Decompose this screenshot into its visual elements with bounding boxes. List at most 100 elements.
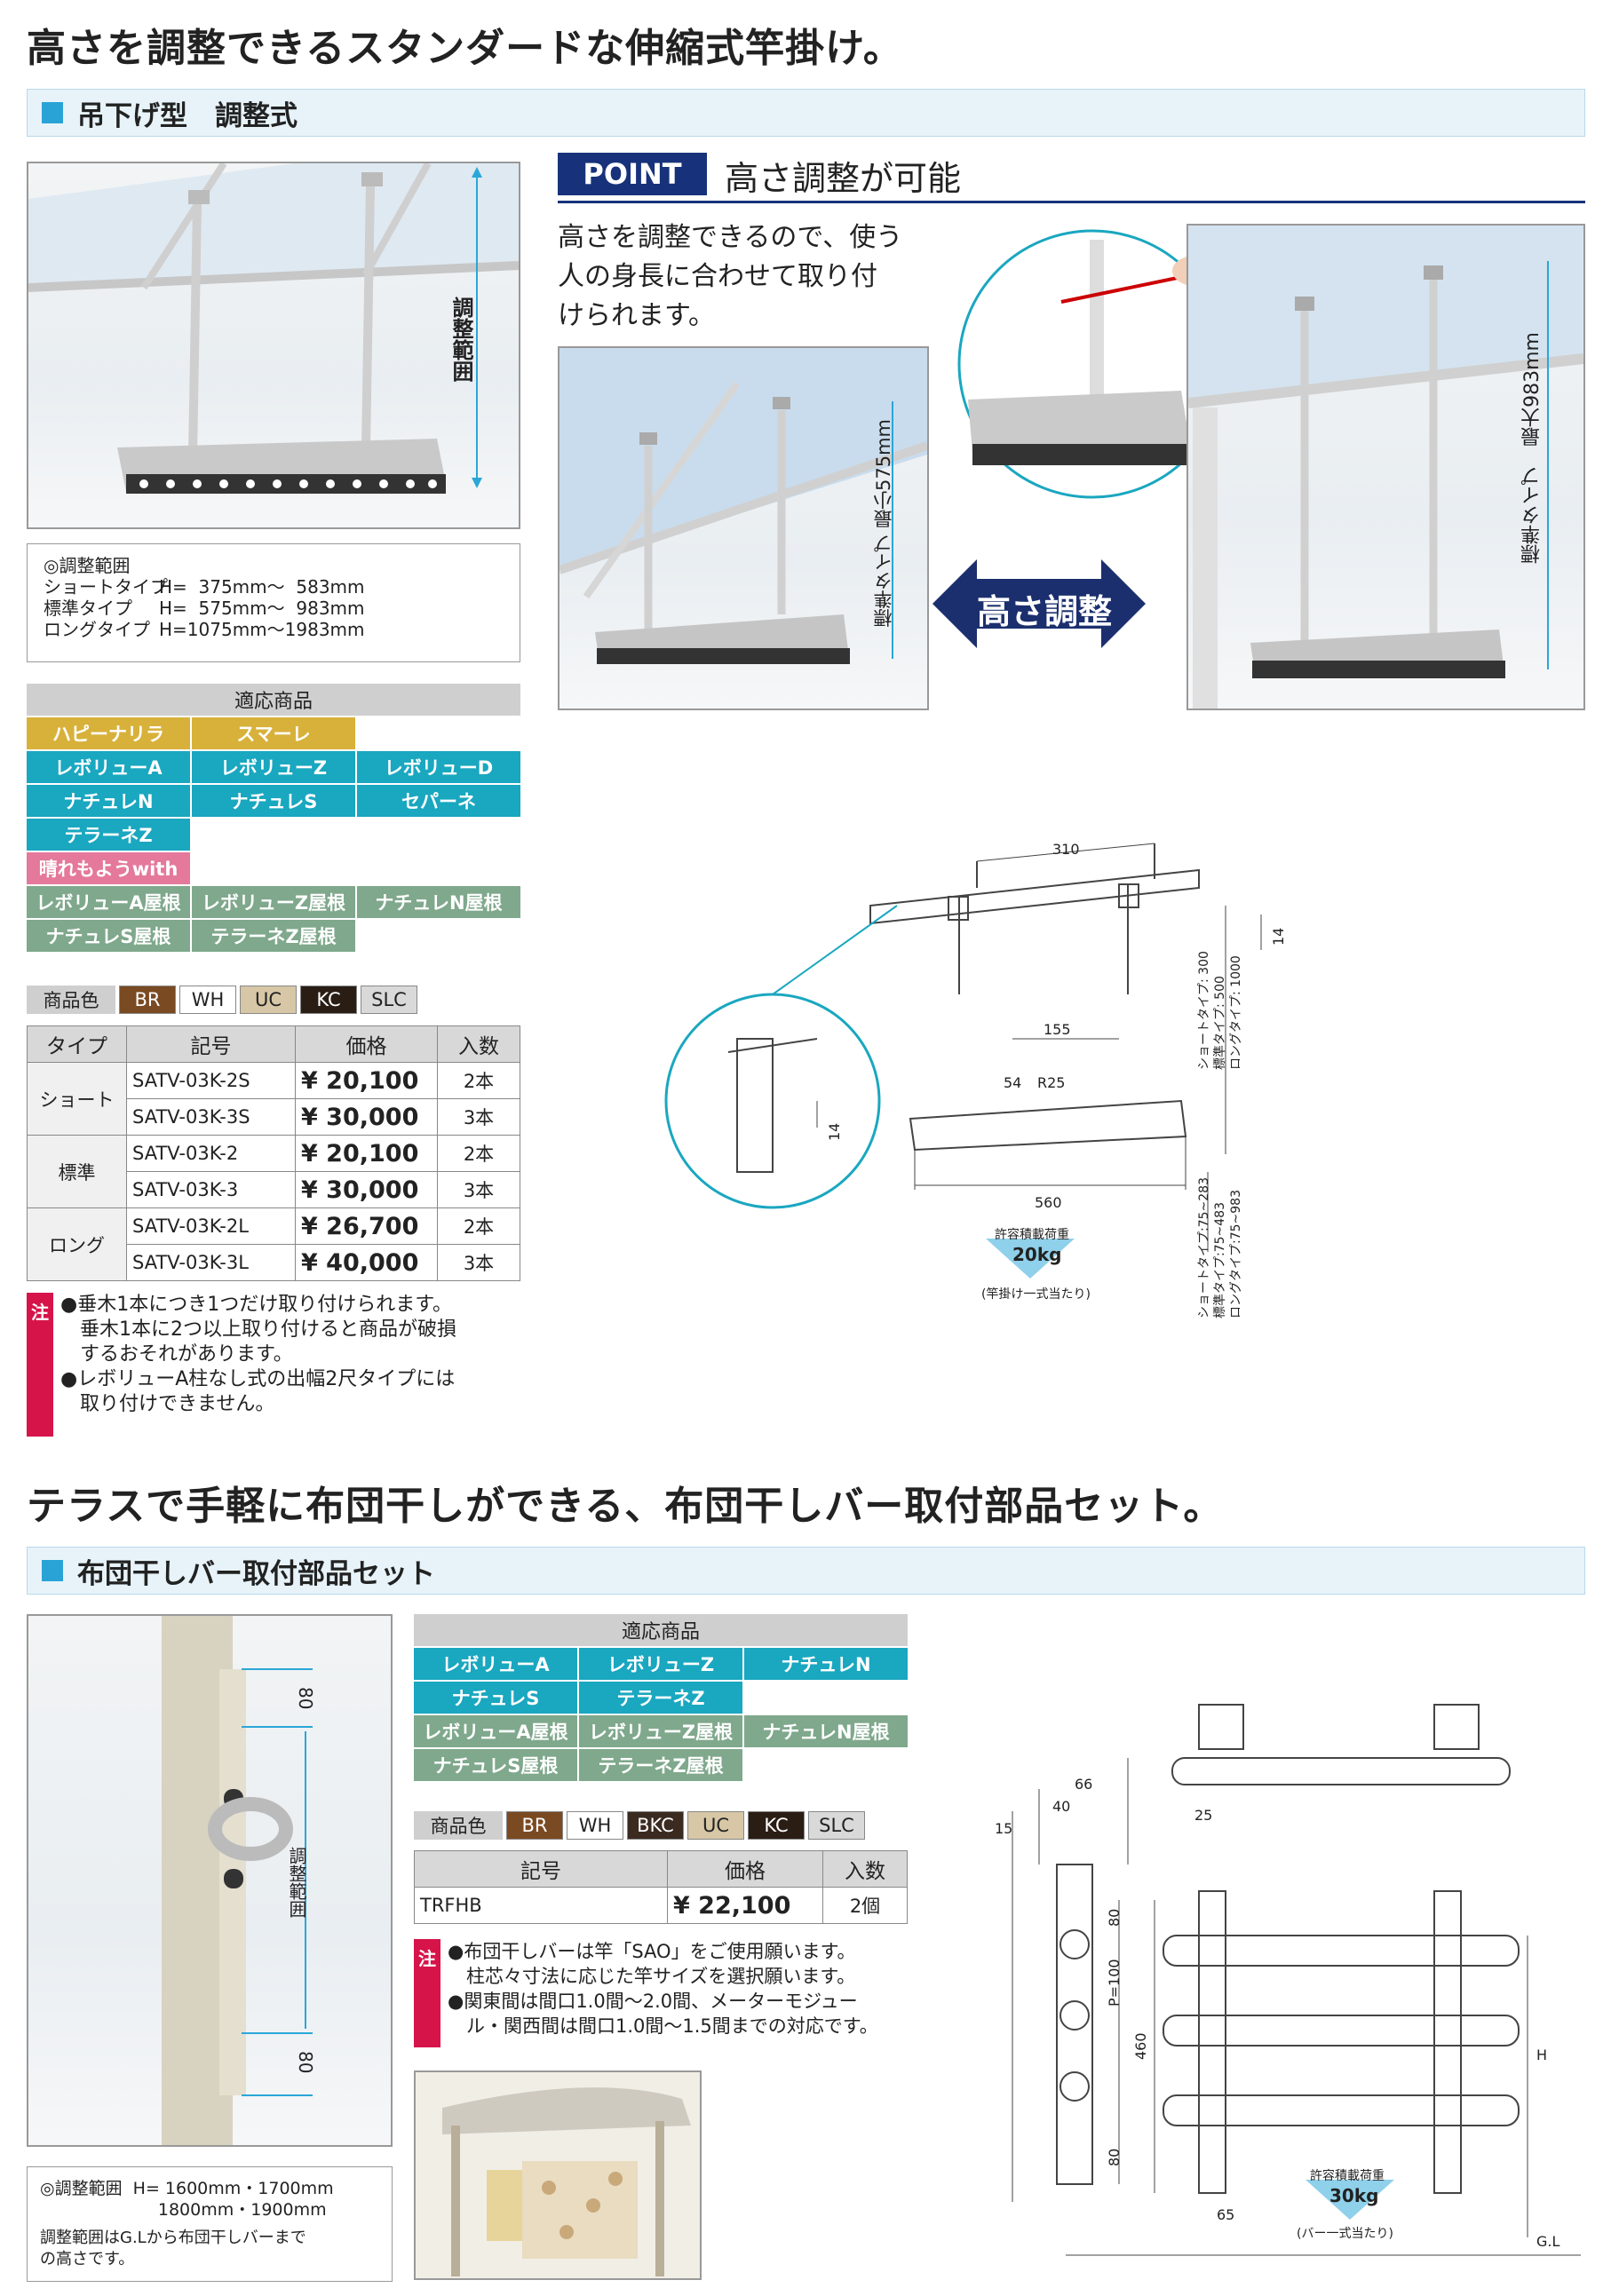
photo-adjust-label: 調整範囲 [286,1847,307,1918]
product-tile: スマーレ [192,717,355,749]
color-chip: BKC [627,1811,684,1840]
section2-bar-title: 布団干しバー取付部品セット [77,1557,435,1590]
note-1: 注 ●垂木1本につき1つだけ取り付けられます。 垂木1本に2つ以上取り付けると商… [27,1293,542,1437]
load-value-1: 20kg [1012,1244,1061,1265]
price-cell: ¥ 30,000 [295,1171,438,1208]
dim-r2: 標準タイプ:75~483 [1213,1202,1227,1318]
dim-460: 460 [1132,2032,1149,2060]
range-title: ◎調整範囲 [44,555,131,576]
dim-h: H [1536,2047,1547,2063]
point-title: 高さ調整が可能 [725,159,962,198]
dim-r1: ショートタイプ:75~283 [1197,1177,1211,1318]
dim-r25: R25 [1037,1074,1065,1091]
product-tile: レボリューZ [192,751,355,783]
product-tile: ナチュレS屋根 [27,920,190,952]
product-tile: ナチュレN屋根 [744,1715,908,1747]
dim-v300: ショートタイプ: 300 [1197,951,1211,1070]
price-table-2: 記号 価格 入数 TRFHB ¥ 22,100 2個 [414,1850,908,1924]
dim-40: 40 [1052,1798,1070,1815]
product-tile: レボリューA屋根 [27,886,190,918]
futon-bar-photo-art [162,1616,313,2145]
color-chip: UC [240,986,297,1014]
product-tile: テラーネZ [579,1682,742,1714]
th-type: タイプ [27,1025,127,1063]
price-cell: ¥ 30,000 [295,1098,438,1136]
height-adjust-arrow-icon [932,559,1146,648]
dim-14a: 14 [1270,928,1287,946]
dim-25: 25 [1194,1807,1212,1824]
code-cell: SATV-03K-3S [126,1098,296,1136]
color-chip: SLC [808,1811,865,1840]
terrace-photo [414,2070,702,2280]
qty-cell: 2個 [822,1887,908,1924]
note-mark: 注 [27,1293,53,1437]
dim-66: 66 [1075,1776,1092,1793]
dim-r3: ロングタイプ:75~983 [1229,1190,1243,1318]
dim-14b: 14 [826,1123,843,1141]
qty-cell: 3本 [437,1171,520,1208]
table-row: TRFHB ¥ 22,100 2個 [414,1887,908,1924]
load-value-2: 30kg [1329,2185,1378,2206]
th-code: 記号 [126,1025,296,1063]
qty-cell: 3本 [437,1244,520,1281]
th-price: 価格 [295,1025,438,1063]
dim-80a: 80 [1106,1909,1123,1927]
range-box-2: ◎調整範囲 H= 1600mm・1700mm 1800mm・1900mm 調整範… [27,2166,393,2282]
product-tile: レボリューA [414,1648,577,1680]
product-tile: テラーネZ屋根 [192,920,355,952]
range2-sub: 調整範囲はG.Lから布団干しバーまで の高さです。 [40,2229,306,2268]
code-cell: SATV-03K-3L [126,1244,296,1281]
dim-v1000: ロングタイプ: 1000 [1229,955,1243,1070]
point-desc: 高さを調整できるので、使う 人の身長に合わせて取り付 けられます。 [558,222,903,331]
photo-dim-top: 80 [295,1687,316,1710]
load-title-2: 許容積載荷重 [1310,2168,1385,2183]
color-label: 商品色 [27,986,115,1014]
load-note-2: (バー一式当たり) [1297,2227,1393,2241]
note-2: 注 ●布団干しバーは竿「SAO」をご使用願います。 柱芯々寸法に応じた竿サイズを… [414,1939,947,2047]
product-tile: セパーネ [357,785,520,817]
code-cell: SATV-03K-2S [126,1062,296,1099]
dim-310: 310 [1052,841,1080,858]
products-row: レボリューA屋根レボリューZ屋根ナチュレN屋根 [27,886,520,918]
products-header: 適応商品 [27,684,520,716]
qty-cell: 2本 [437,1135,520,1172]
qty-cell: 2本 [437,1207,520,1245]
terrace-photo-art [416,2072,700,2278]
point-badge: POINT [558,153,707,195]
price-cell: ¥ 22,100 [667,1887,823,1924]
product-tile: ナチュレS [414,1682,577,1714]
price-cell: ¥ 20,100 [295,1135,438,1172]
product-tile: レボリューA屋根 [414,1715,577,1747]
code-cell: SATV-03K-3 [126,1171,296,1208]
dim-54: 54 [1004,1074,1021,1091]
color-chip: WH [179,986,236,1014]
type-cell: ショート [27,1062,127,1136]
range2-text: ◎調整範囲 H= 1600mm・1700mm 1800mm・1900mm [40,2179,334,2220]
color-chip: SLC [361,986,417,1014]
th-code: 記号 [414,1850,668,1888]
type-cell: 標準 [27,1135,127,1208]
th-qty: 入数 [437,1025,520,1063]
th-qty: 入数 [822,1850,908,1888]
section1-bar: 吊下げ型 調整式 [27,89,1585,137]
product-tile: 晴れもようwith [27,852,190,884]
section1-bar-title: 吊下げ型 調整式 [77,99,298,132]
point-rule [558,201,1585,203]
product-tile: ナチュレN [744,1648,908,1680]
max-photo: 標準タイプ 最大983mm [1186,224,1585,710]
range-type: 標準タイプ [44,598,132,619]
price-cell: ¥ 20,100 [295,1062,438,1099]
load-title-1: 許容積載荷重 [995,1227,1069,1242]
th-price: 価格 [667,1850,823,1888]
product-tile: ナチュレN [27,785,190,817]
qty-cell: 2本 [437,1062,520,1099]
